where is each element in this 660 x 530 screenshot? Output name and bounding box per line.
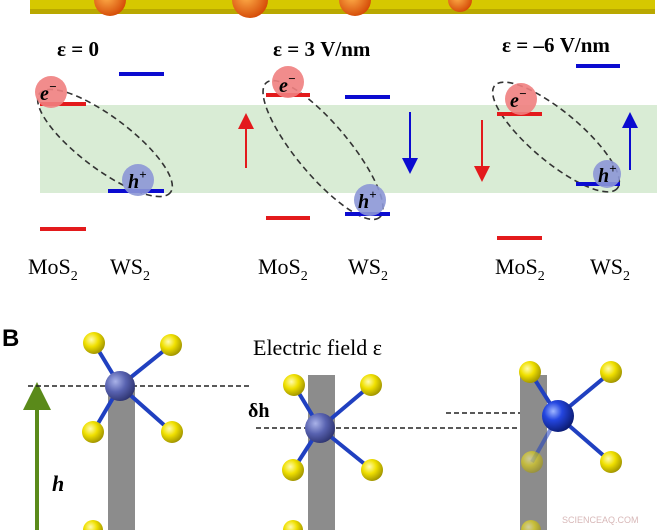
electron [505, 83, 537, 115]
watermark: SCIENCEAQ.COM [562, 515, 639, 525]
delta-h-label: δh [248, 400, 270, 422]
hole-charge: + [609, 161, 616, 176]
orange-atom [339, 0, 371, 16]
sulfur-atom [83, 520, 103, 530]
metal-atom [105, 371, 135, 401]
svg-text:MoS2: MoS2 [495, 254, 545, 284]
metal-atom [305, 413, 335, 443]
structure-1 [82, 332, 183, 530]
condition-negative-field: ε = –6 V/nm e− h+ MoS2 WS2 [474, 33, 638, 284]
material-ws2: WS [110, 254, 143, 279]
sulfur-atom [160, 334, 182, 356]
svg-text:WS2: WS2 [110, 254, 150, 284]
svg-text:MoS2: MoS2 [28, 254, 78, 284]
electron-charge: − [49, 79, 57, 94]
svg-text:h+: h+ [598, 161, 617, 187]
condition-label: ε = 0 [57, 37, 99, 61]
svg-text:WS2: WS2 [590, 254, 630, 284]
sulfur-atom [360, 374, 382, 396]
height-label: h [52, 471, 64, 496]
material-mos2: MoS [495, 254, 538, 279]
hole [593, 160, 621, 188]
material-ws2: WS [590, 254, 623, 279]
structure-2 [282, 374, 383, 530]
electric-field-title: Electric field ε [253, 335, 382, 360]
sulfur-atom [83, 332, 105, 354]
sulfur-atom [519, 361, 541, 383]
hole-symbol: h [128, 171, 139, 193]
material-ws2: WS [348, 254, 381, 279]
material-mos2: MoS [258, 254, 301, 279]
sulfur-atom [600, 361, 622, 383]
electron [35, 76, 67, 108]
svg-text:e−: e− [279, 71, 296, 97]
sulfur-atom [283, 374, 305, 396]
hole-charge: + [369, 187, 376, 202]
svg-text:e−: e− [40, 79, 57, 105]
electron-symbol: e [40, 83, 49, 105]
exciton-outline [491, 81, 621, 193]
sulfur-atom [283, 520, 303, 530]
sulfur-atom [361, 459, 383, 481]
svg-text:WS2: WS2 [348, 254, 388, 284]
hole [354, 184, 386, 216]
hole-charge: + [139, 167, 146, 182]
metal-atom [542, 400, 574, 432]
hole [122, 164, 154, 196]
sulfur-atom [600, 451, 622, 473]
hole-symbol: h [358, 191, 369, 213]
orange-atom [232, 0, 268, 18]
sulfur-atom [161, 421, 183, 443]
top-structure-strip [0, 0, 655, 18]
electron-symbol: e [279, 75, 288, 97]
svg-text:e−: e− [510, 86, 527, 112]
svg-text:h+: h+ [358, 187, 377, 213]
orange-atom [94, 0, 126, 16]
sulfur-atom [521, 520, 541, 530]
sulfur-atom [82, 421, 104, 443]
structure-3 [519, 361, 622, 530]
electron [272, 66, 304, 98]
support-pillar [108, 388, 135, 530]
sulfur-atom [282, 459, 304, 481]
svg-text:MoS2: MoS2 [258, 254, 308, 284]
panel-label-b: B [2, 325, 19, 352]
sulfur-atom [521, 451, 543, 473]
orange-atom [448, 0, 472, 12]
condition-positive-field: ε = 3 V/nm e− h+ MoS2 WS2 [238, 37, 418, 284]
material-mos2: MoS [28, 254, 71, 279]
hole-symbol: h [598, 165, 609, 187]
support-pillar [308, 375, 335, 530]
electron-charge: − [519, 86, 527, 101]
condition-label: ε = –6 V/nm [502, 33, 610, 57]
electron-symbol: e [510, 90, 519, 112]
electron-charge: − [288, 71, 296, 86]
exciton-outline [262, 79, 384, 221]
svg-text:h+: h+ [128, 167, 147, 193]
condition-label: ε = 3 V/nm [273, 37, 371, 61]
condition-zero-field: ε = 0 e− h+ MoS2 WS2 [28, 37, 174, 284]
